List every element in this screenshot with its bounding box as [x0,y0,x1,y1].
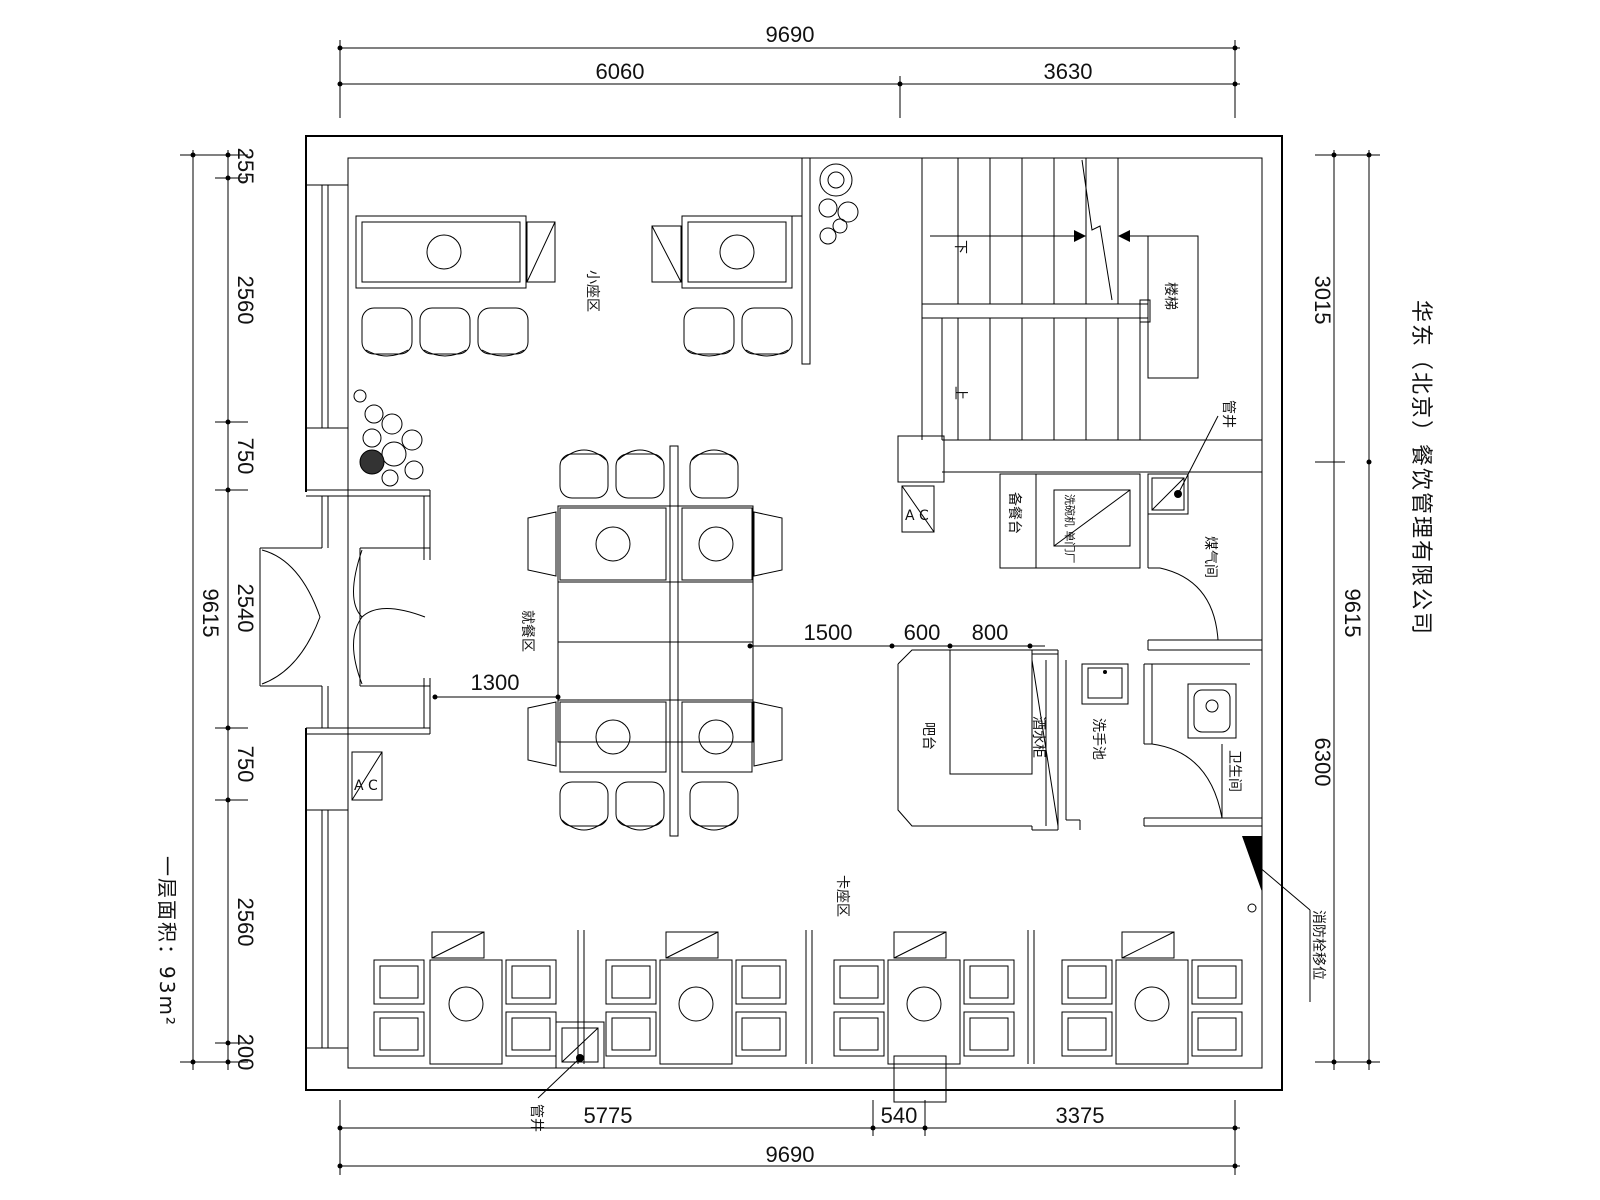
dim-top-right: 3630 [1044,59,1093,84]
company-title: 华东（北京）餐饮管理有限公司 [1408,300,1433,636]
dining-area [527,445,783,837]
booth-area [373,930,1243,1103]
label-wine: 酒水柜 [1030,716,1046,758]
dim-interior-600: 600 [904,620,941,645]
dim-left-seg-7: 200 [233,1034,258,1071]
pipe-leader [537,1057,581,1099]
dimension-lines [180,40,1380,1175]
label-up: 上 [952,386,968,400]
ac-unit-top [901,485,935,533]
dim-left-total: 9615 [198,589,223,638]
ac-label-left: A C [354,778,378,794]
service-area [897,649,1262,831]
label-gas: 煤气间 [1202,536,1218,578]
dim-interior-800: 800 [972,620,1009,645]
label-prep: 备餐台 [1006,492,1023,534]
plant-top [818,163,859,245]
dim-left-seg-6: 2560 [233,898,258,947]
label-booth: 卡座区 [834,875,850,917]
dim-right-total: 9615 [1340,589,1365,638]
dim-left-seg-1: 255 [233,148,258,185]
stairs [921,158,1262,473]
label-hydrant: 消防栓移位 [1310,910,1326,980]
dim-top-total: 9690 [766,22,815,47]
small-dining-area [355,157,811,365]
ac-unit-left [351,751,383,801]
label-shaft: 管井 [1220,400,1236,428]
dim-interior-1300: 1300 [471,670,520,695]
dim-left-seg-4: 2540 [233,584,258,633]
floor-area: 一层面积：93m² [155,856,179,1027]
dim-left-seg-3: 750 [233,438,258,475]
label-dining: 就餐区 [519,610,535,652]
label-pipe: 管井 [528,1104,544,1132]
fire-hydrant [1242,836,1311,1002]
dim-right-bottom: 6300 [1310,738,1335,787]
label-wc: 卫生间 [1226,750,1242,792]
dim-bottom-right: 3375 [1056,1103,1105,1128]
dim-bottom-left: 5775 [584,1103,633,1128]
label-small-dining: 小座区 [584,270,600,312]
entrance [259,489,431,735]
dim-bottom-total: 9690 [766,1142,815,1167]
dim-bottom-mid: 540 [881,1103,918,1128]
prep-area [999,415,1262,651]
plant-left [353,389,424,487]
dim-interior-1500: 1500 [804,620,853,645]
column [897,435,945,483]
dim-left-seg-2: 2560 [233,276,258,325]
dimension-ticks [190,45,1372,1169]
label-stairs: 楼梯 [1162,282,1178,310]
dim-left-seg-5: 750 [233,746,258,783]
label-bar: 吧台 [920,722,936,750]
outer-walls [302,135,1283,1091]
dim-right-top: 3015 [1310,276,1335,325]
ac-label-top: A C [905,508,929,524]
dim-top-left: 6060 [596,59,645,84]
label-sink-unit: 洗碗机 单门厂 [1063,494,1077,564]
label-down: 下 [952,240,968,254]
label-wash: 洗手池 [1090,718,1106,760]
